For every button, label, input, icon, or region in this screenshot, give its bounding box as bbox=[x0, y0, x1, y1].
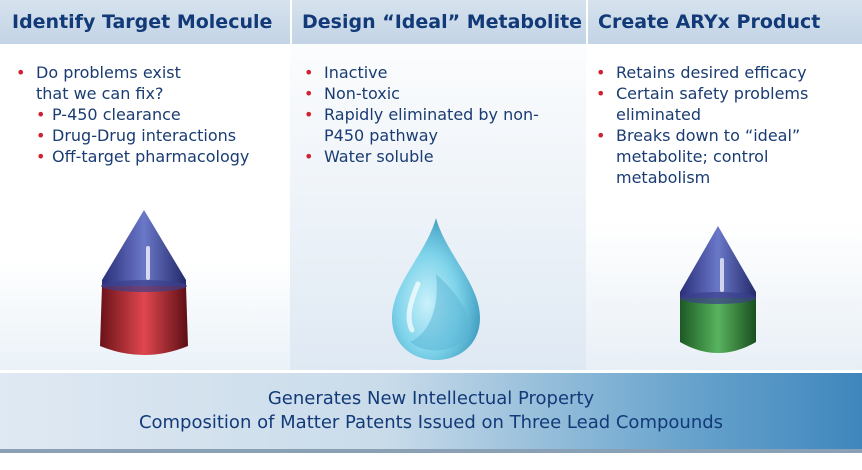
column-title: Create ARYx Product bbox=[586, 0, 862, 44]
list-item: Non-toxic bbox=[302, 83, 574, 104]
column-identify: Identify Target Molecule Do problems exi… bbox=[0, 0, 290, 370]
bullet-list: Do problems exist that we can fix? P-450… bbox=[14, 62, 249, 167]
list-item: Inactive bbox=[302, 62, 574, 83]
list-item: Certain safety problems eliminated bbox=[594, 83, 826, 125]
list-item: Do problems exist that we can fix? P-450… bbox=[14, 62, 249, 167]
column-create: Create ARYx Product Retains desired effi… bbox=[586, 0, 862, 370]
list-item: Rapidly eliminated by non-P450 pathway bbox=[302, 104, 574, 146]
list-item: Breaks down to “ideal” metabolite; contr… bbox=[594, 125, 816, 188]
column-design: Design “Ideal” Metabolite Inactive Non-t… bbox=[290, 0, 586, 370]
blue-green-cone-drop-image bbox=[680, 226, 756, 353]
list-item: Retains desired efficacy bbox=[594, 62, 826, 83]
list-item: Water soluble bbox=[302, 146, 574, 167]
sub-list-item: P-450 clearance bbox=[36, 104, 249, 125]
bullet-text: Do problems exist bbox=[36, 63, 181, 82]
blue-red-cone-drop-image bbox=[100, 210, 188, 355]
column-title: Identify Target Molecule bbox=[0, 0, 290, 44]
column-title: Design “Ideal” Metabolite bbox=[290, 0, 586, 44]
ip-banner: Generates New Intellectual Property Comp… bbox=[0, 373, 862, 453]
bullet-text-cont: that we can fix? bbox=[36, 84, 164, 103]
bullet-list: Retains desired efficacy Certain safety … bbox=[594, 62, 826, 188]
sub-list: P-450 clearance Drug-Drug interactions O… bbox=[36, 104, 249, 167]
water-drop-image bbox=[392, 218, 480, 360]
bullet-list: Inactive Non-toxic Rapidly eliminated by… bbox=[302, 62, 574, 167]
banner-line-1: Generates New Intellectual Property bbox=[267, 388, 595, 409]
sub-list-item: Off-target pharmacology bbox=[36, 146, 249, 167]
banner-line-2: Composition of Matter Patents Issued on … bbox=[138, 412, 724, 433]
sub-list-item: Drug-Drug interactions bbox=[36, 125, 249, 146]
